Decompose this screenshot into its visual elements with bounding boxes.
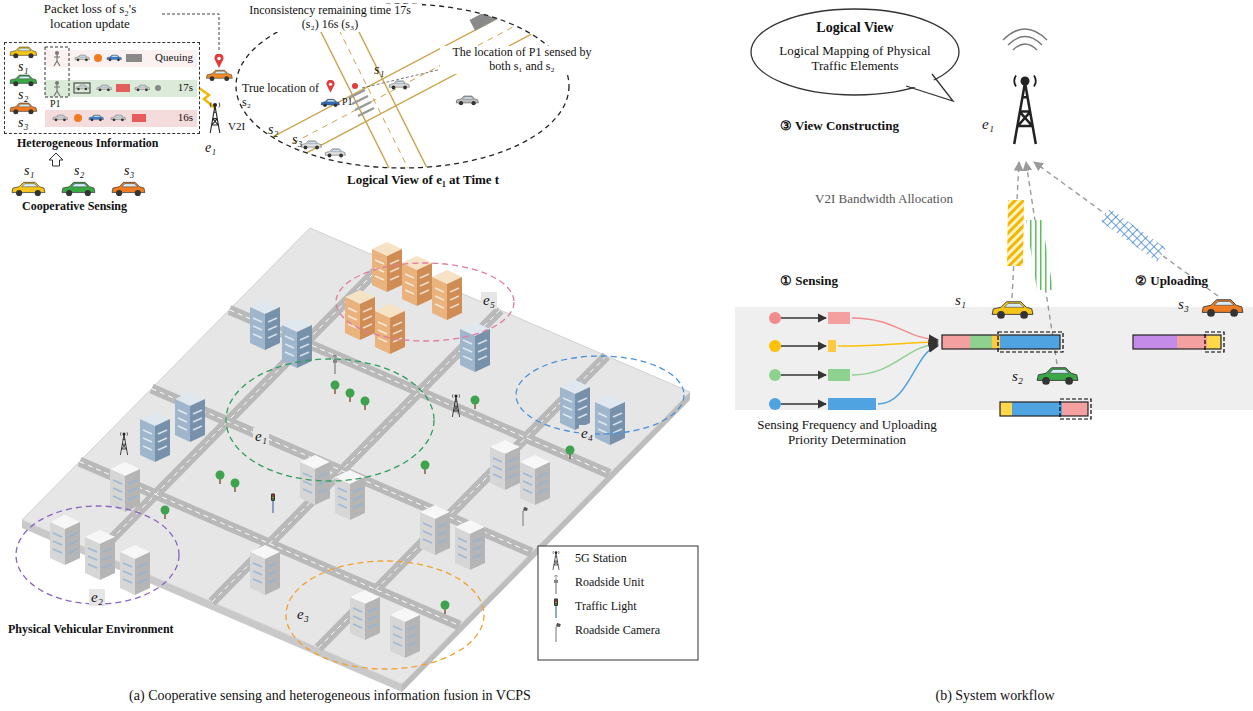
vehicle-label: s₂ bbox=[1012, 368, 1023, 385]
region-ellipse: e₂ bbox=[15, 505, 180, 605]
vehicle-label: s₁ bbox=[18, 59, 28, 75]
info-band: 16s bbox=[45, 110, 197, 127]
region-ellipse: e₃ bbox=[285, 560, 485, 670]
note-text: Inconsistency remaining time 17s (s₂) 16… bbox=[238, 4, 422, 32]
bubble-heading: Logical View bbox=[748, 20, 962, 36]
link-label: V2I bbox=[228, 120, 245, 133]
node-outline bbox=[515, 355, 685, 435]
vehicle-label: s₂ bbox=[18, 87, 28, 103]
section-heading: Cooperative Sensing bbox=[22, 200, 127, 214]
step-heading: ② Uploading bbox=[1135, 274, 1208, 289]
band-text: 16s bbox=[178, 111, 193, 124]
bubble-body: Logical Mapping of Physical Traffic Elem… bbox=[765, 44, 945, 74]
outline-ellipse bbox=[286, 561, 484, 669]
region-label: e₅ bbox=[481, 292, 497, 309]
vehicle-label: s₂ bbox=[268, 122, 278, 138]
band-text: 17s bbox=[178, 81, 193, 94]
legend-text: Roadside Unit bbox=[575, 576, 644, 590]
section-heading: Physical Vehicular Environment bbox=[8, 623, 174, 637]
legend-text: Traffic Light bbox=[575, 600, 637, 614]
node-outline bbox=[225, 358, 435, 482]
vehicle-label: s₂ bbox=[74, 163, 84, 179]
station-label: e₁ bbox=[982, 116, 994, 133]
step-heading: ① Sensing bbox=[780, 274, 838, 289]
group-heading: Heterogeneous Information bbox=[17, 137, 158, 151]
outline-ellipse bbox=[516, 356, 684, 434]
note-text: The location of P1 sensed by both s₁ and… bbox=[440, 46, 604, 74]
bubble-tail bbox=[906, 74, 953, 101]
region-ellipse: e₄ bbox=[515, 355, 685, 435]
region-label: e₁ bbox=[253, 428, 269, 445]
dashed-group-box: Heterogeneous InformationQueuing17s16s bbox=[4, 42, 200, 134]
vehicle-label: s₁ bbox=[24, 163, 34, 179]
vehicle-label: s₃ bbox=[1178, 296, 1189, 313]
band-text: Queuing bbox=[155, 51, 193, 64]
legend-text: 5G Station bbox=[575, 552, 627, 566]
view-heading: Logical View of e₁ at Time t bbox=[347, 173, 499, 188]
region-label: e₄ bbox=[579, 425, 595, 442]
outline-ellipse bbox=[226, 359, 434, 481]
info-band: Queuing bbox=[45, 50, 197, 67]
legend-text: Roadside Camera bbox=[575, 624, 660, 638]
step-heading: ③ View Constructing bbox=[780, 119, 899, 134]
region-ellipse: e₁ bbox=[225, 358, 435, 482]
vehicle-label: s₃ bbox=[292, 132, 302, 148]
object-label: P1 bbox=[50, 98, 61, 110]
vehicle-label: s₁ bbox=[374, 62, 384, 78]
note-text: Packet loss of s₂'s location update bbox=[22, 2, 158, 32]
note-text: True location of s₂ bbox=[242, 82, 324, 110]
caption: (a) Cooperative sensing and heterogeneou… bbox=[40, 688, 620, 704]
step-note: V2I Bandwidth Allocation bbox=[815, 192, 953, 207]
info-band: 17s bbox=[45, 80, 197, 97]
station-label: e₁ bbox=[205, 140, 216, 156]
outline-ellipse bbox=[236, 4, 569, 168]
vehicle-label: s₁ bbox=[955, 292, 966, 309]
node-outline bbox=[285, 560, 485, 670]
vehicle-label: s₃ bbox=[124, 163, 134, 179]
step-note: Sensing Frequency and Uploading Priority… bbox=[752, 418, 942, 448]
region-label: e₂ bbox=[89, 589, 105, 606]
vehicle-label: s₃ bbox=[18, 115, 28, 131]
region-label: e₃ bbox=[295, 606, 311, 623]
speech-bubble: Logical ViewLogical Mapping of Physical … bbox=[748, 6, 962, 102]
outline-ellipse bbox=[336, 263, 514, 341]
region-ellipse: e₅ bbox=[335, 262, 515, 342]
object-label: P1 bbox=[342, 96, 353, 108]
caption: (b) System workflow bbox=[860, 688, 1130, 704]
